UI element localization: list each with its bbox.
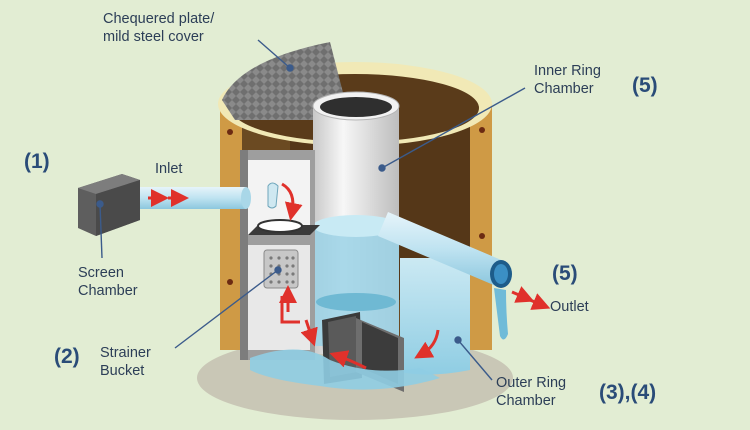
step-number-3-4: (3),(4) xyxy=(599,381,657,404)
leader-strainer xyxy=(174,269,279,349)
label-cover-line2: mild steel cover xyxy=(103,29,204,45)
step-number-1: (1) xyxy=(24,150,50,173)
inlet-pipe xyxy=(128,187,246,209)
label-strainer-line2: Bucket xyxy=(100,363,145,379)
step-number-5-outlet: (5) xyxy=(552,262,578,285)
step-number-2: (2) xyxy=(54,345,80,368)
outer-ring-water xyxy=(400,258,470,375)
leader-cover xyxy=(257,39,291,69)
label-inner-ring-line1: Inner Ring xyxy=(534,63,601,79)
label-outlet: Outlet xyxy=(550,299,589,315)
label-screen-chamber: Screen Chamber xyxy=(78,264,138,300)
label-strainer-line1: Strainer xyxy=(100,345,151,361)
right-wall-band xyxy=(470,104,492,350)
left-wall-band xyxy=(220,104,242,350)
label-outer-ring-line2: Chamber xyxy=(496,393,556,409)
label-inner-ring-line2: Chamber xyxy=(534,81,594,97)
label-outer-ring-line1: Outer Ring xyxy=(496,375,567,391)
floor-water xyxy=(250,349,440,390)
label-screen-line1: Screen xyxy=(78,265,124,281)
leader-inner-ring xyxy=(381,87,526,169)
label-cover: Chequered plate/ mild steel cover xyxy=(103,10,214,46)
step-number-5-top: (5) xyxy=(632,74,658,97)
label-inner-ring: Inner Ring Chamber xyxy=(534,62,601,98)
label-screen-line2: Chamber xyxy=(78,283,138,299)
label-inlet: Inlet xyxy=(155,161,183,177)
label-outer-ring: Outer Ring Chamber xyxy=(496,374,566,410)
label-strainer-bucket: Strainer Bucket xyxy=(100,344,151,380)
leader-outer-ring xyxy=(457,339,493,381)
leader-screen xyxy=(99,203,103,259)
outlet-pipe xyxy=(378,212,506,286)
label-cover-line1: Chequered plate/ xyxy=(103,11,215,27)
